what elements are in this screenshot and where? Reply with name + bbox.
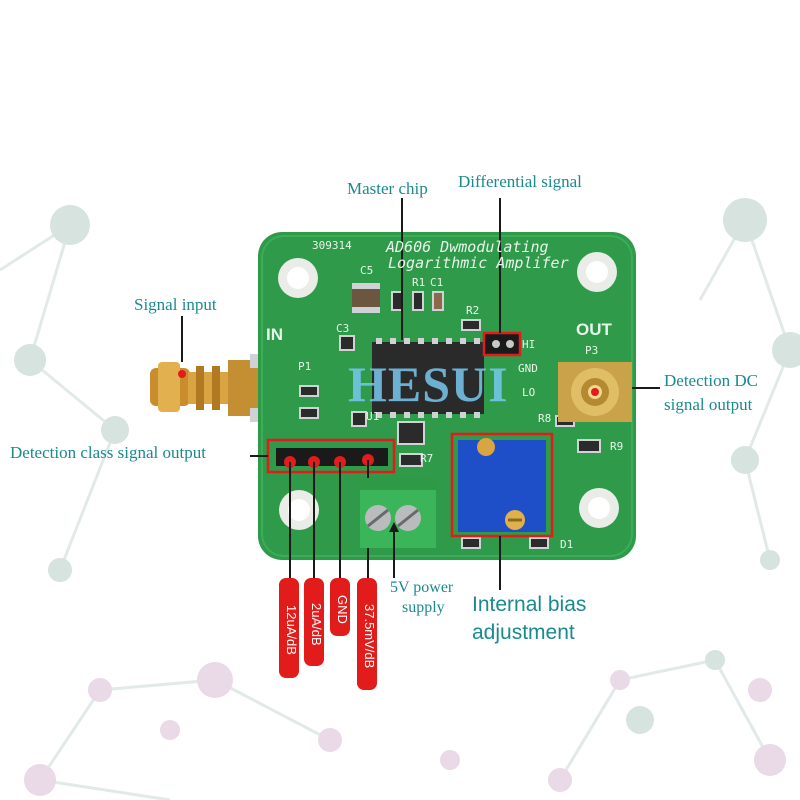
pin-tag-12uadb: 12uA/dB: [279, 578, 299, 678]
pin-tag-gnd: GND: [330, 578, 350, 636]
hi-label: HI: [522, 338, 536, 351]
bias-label-2: adjustment: [472, 621, 575, 644]
bias-label-1: Internal bias: [472, 593, 587, 616]
in-label: IN: [266, 325, 283, 344]
master-chip-label: Master chip: [347, 179, 428, 198]
c5-label: C5: [360, 264, 374, 277]
p3-label: P3: [585, 344, 599, 357]
pin-tag-2uadb: 2uA/dB: [304, 578, 324, 666]
bias-potentiometer: [450, 432, 554, 590]
r2-label: R2: [466, 304, 480, 317]
r1-label: R1: [412, 276, 426, 289]
board-title-line2: Logarithmic Amplifer: [388, 254, 569, 272]
board-title-line1: AD606 Dwmodulating: [386, 238, 549, 256]
board-serial: 309314: [312, 239, 352, 252]
marker-dots: [178, 370, 599, 396]
power-supply-label-1: 5V power: [390, 579, 454, 596]
differential-pins: [482, 331, 522, 357]
network-nodes: [14, 198, 800, 734]
c3-label: C3: [336, 322, 350, 335]
c1-label: C1: [430, 276, 444, 289]
r9-label: R9: [610, 440, 624, 453]
gnd-label: GND: [518, 362, 538, 375]
detection-dc-label-2: signal output: [664, 395, 753, 414]
master-chip: [372, 338, 484, 418]
differential-signal-label: Differential signal: [458, 172, 582, 191]
detection-class-label: Detection class signal output: [10, 443, 206, 462]
d1-label: D1: [560, 538, 574, 551]
pin-tag-375mvdb: 37.5mV/dB: [357, 578, 377, 690]
power-supply-label-2: supply: [402, 599, 445, 616]
leader-lines: [181, 198, 660, 457]
power-terminal: [360, 478, 436, 578]
lo-label: LO: [522, 386, 536, 399]
smd-components: [299, 283, 601, 549]
signal-input-label: Signal input: [134, 295, 217, 314]
r7-label: R7: [420, 452, 434, 465]
out-label: OUT: [576, 320, 612, 339]
u1-label: U1: [366, 410, 380, 423]
r8-label: R8: [538, 412, 552, 425]
p1-label: P1: [298, 360, 312, 373]
watermark: HESUI: [348, 356, 509, 412]
detection-dc-label-1: Detection DC: [664, 371, 758, 390]
